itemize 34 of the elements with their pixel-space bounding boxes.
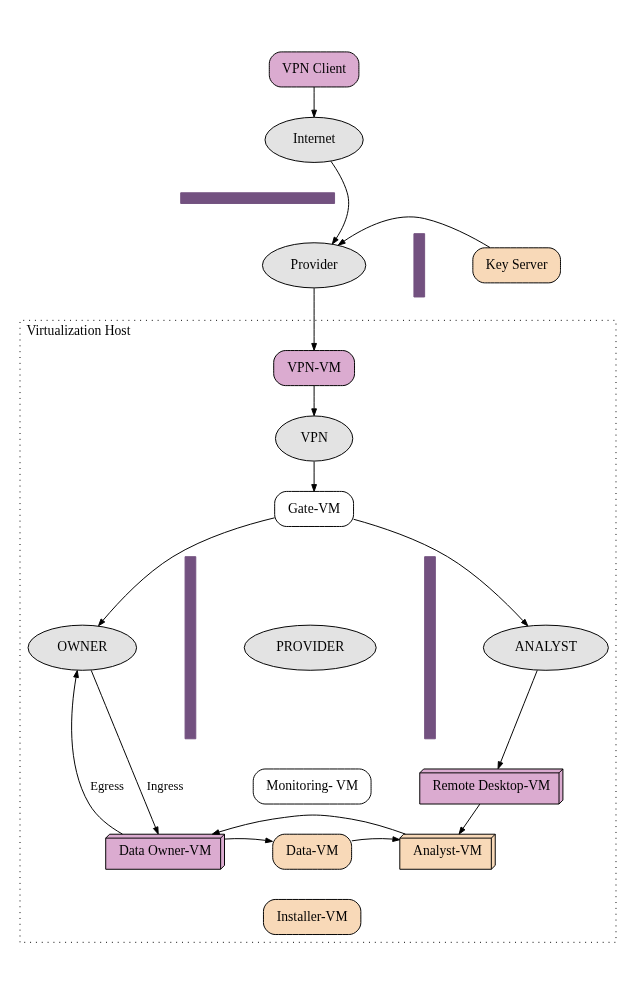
node-box: Monitoring- VM <box>252 768 372 804</box>
node-box: Data-VM <box>272 833 353 870</box>
arrow <box>353 518 529 626</box>
node-ellipse: ANALYST <box>482 624 609 671</box>
arrow <box>337 215 491 248</box>
arrow <box>351 835 401 842</box>
node-ellipse: Provider <box>261 241 367 288</box>
arrow <box>311 460 317 492</box>
node-bar <box>180 191 336 204</box>
arrow <box>311 384 317 416</box>
arrow <box>98 516 276 626</box>
arrow <box>71 669 123 835</box>
arrow <box>458 803 481 834</box>
node-box: VPN Client <box>268 50 360 87</box>
node-box: Key Server <box>472 246 561 283</box>
arrow <box>211 814 406 835</box>
node-ellipse: OWNER <box>27 624 138 671</box>
node-bar <box>184 555 197 739</box>
node-ellipse: Internet <box>264 116 364 163</box>
node-box: Installer-VM <box>263 898 362 935</box>
node-ellipse: PROVIDER <box>243 624 377 671</box>
node-bar <box>424 555 436 739</box>
node-box: Gate-VM <box>274 490 355 527</box>
arrow <box>330 160 350 244</box>
arrow <box>311 86 317 117</box>
edge-label: Egress <box>90 778 125 793</box>
edge-label: Ingress <box>146 778 184 793</box>
arrow <box>224 837 273 843</box>
node-box: VPN-VM <box>273 349 355 386</box>
arrow <box>311 287 317 351</box>
arrow <box>497 669 538 769</box>
arrow <box>90 669 159 834</box>
node-ellipse: VPN <box>274 414 354 462</box>
node-bar <box>413 232 426 297</box>
